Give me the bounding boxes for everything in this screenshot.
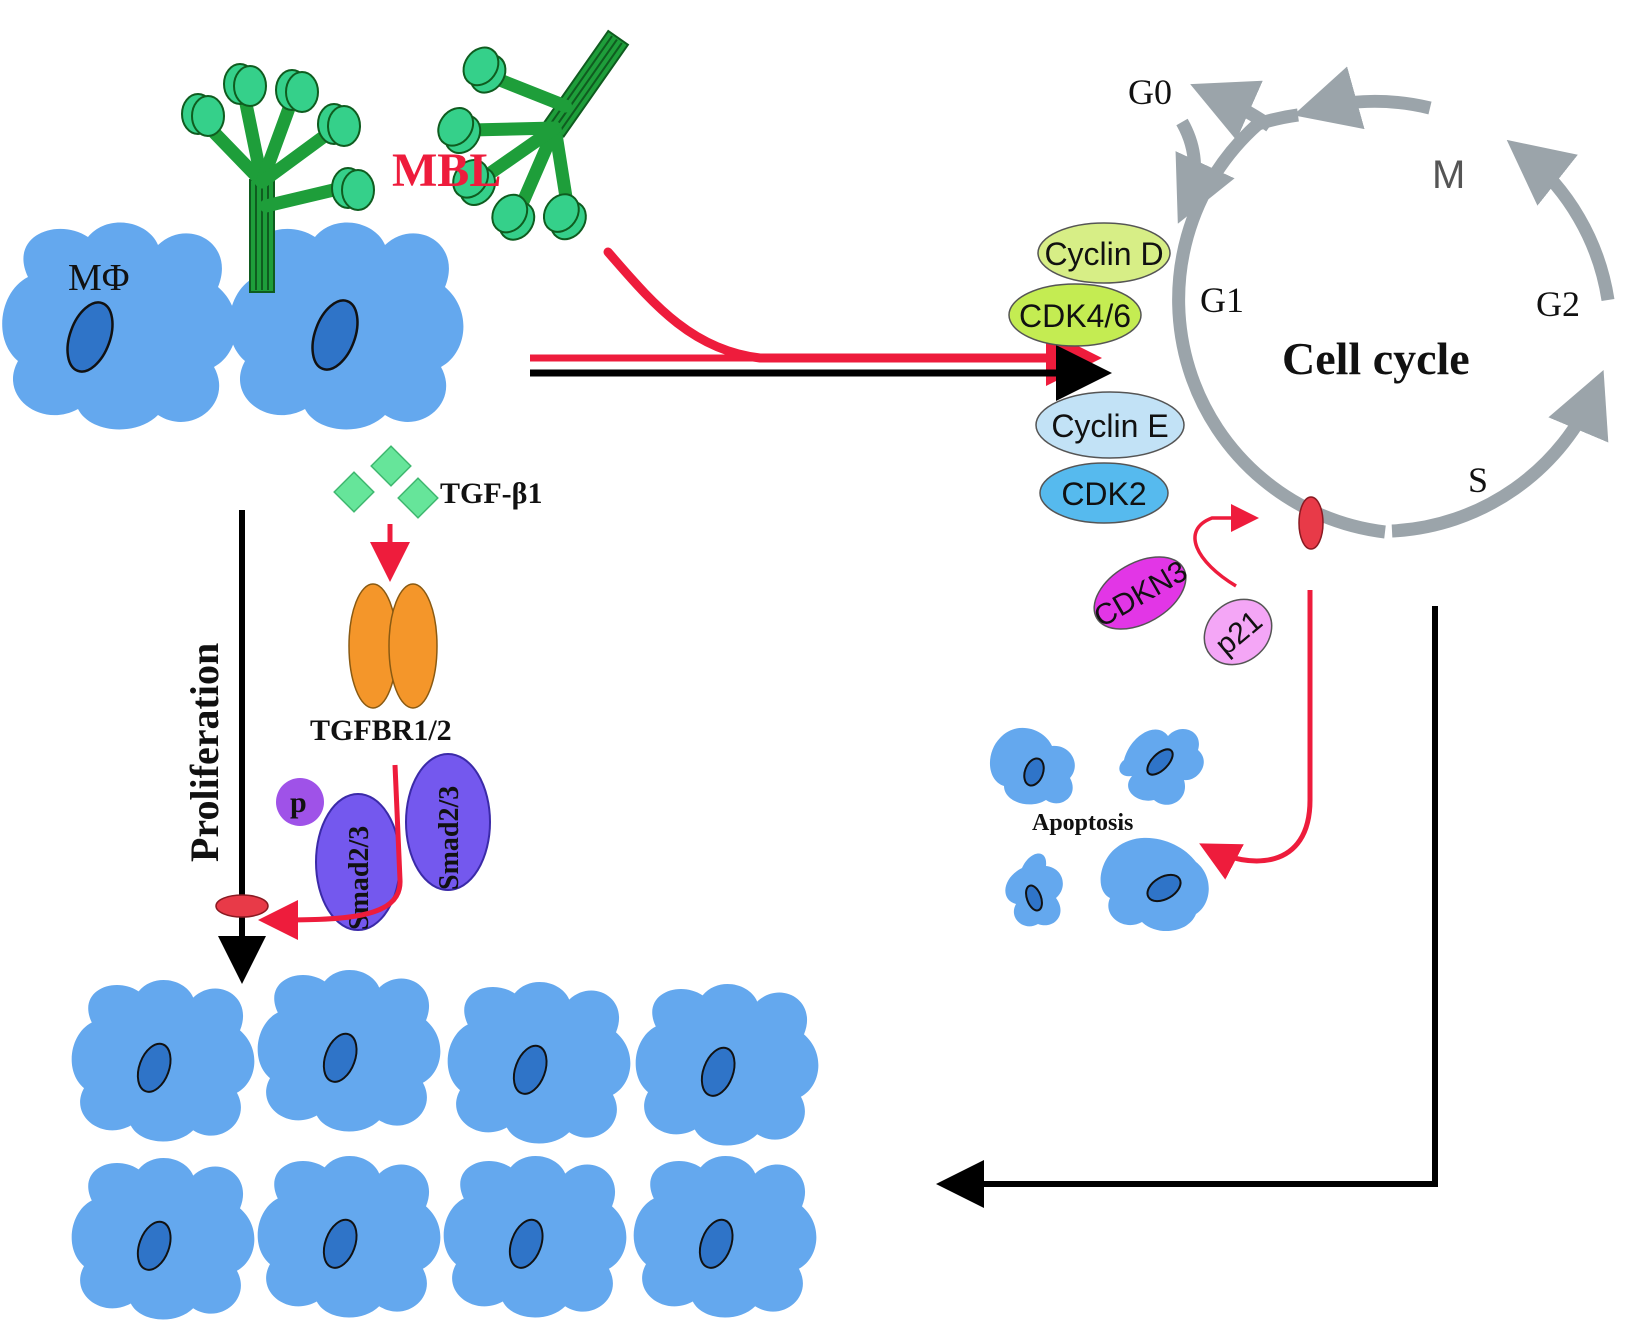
cyclin-e-label: Cyclin E — [1051, 408, 1168, 444]
macrophage-cell-1 — [2, 222, 237, 430]
macrophage-label: MΦ — [68, 257, 130, 299]
cyclin-d-node: Cyclin D — [1037, 222, 1171, 284]
cell-cycle-ring — [1172, 66, 1615, 539]
apoptotic-cells — [989, 727, 1209, 932]
cycle-to-proliferation-arrow — [936, 606, 1438, 1208]
phase-m-label: M — [1432, 153, 1465, 197]
tgfbr-label: TGFBR1/2 — [310, 714, 452, 747]
phase-g2-label: G2 — [1536, 284, 1580, 324]
tgf-beta1-label: TGF-β1 — [440, 477, 542, 510]
mbl-molecule-free — [396, 0, 684, 271]
tgfbr-receptor — [348, 583, 438, 709]
proliferated-cells — [71, 970, 819, 1320]
cdk46-node: CDK4/6 — [1008, 283, 1142, 347]
phase-g1-label: G1 — [1200, 280, 1244, 320]
smad-free-label: Smad2/3 — [434, 786, 465, 890]
cdk46-label: CDK4/6 — [1019, 298, 1131, 334]
cdk2-node: CDK2 — [1039, 462, 1169, 524]
proliferation-label: Proliferation — [182, 643, 227, 862]
cdkn3-inhibition-arrow — [1193, 504, 1259, 588]
p21-node: p21 — [1203, 598, 1273, 666]
apoptosis-label: Apoptosis — [1032, 810, 1133, 836]
phase-g0-label: G0 — [1128, 72, 1172, 112]
apoptosis-arrow — [1199, 590, 1313, 880]
cdkn3-node: CDKN3 — [1088, 555, 1193, 634]
cell-cycle-title: Cell cycle — [1282, 333, 1470, 384]
cyclin-e-node: Cyclin E — [1035, 391, 1185, 459]
cdk2-label: CDK2 — [1061, 476, 1146, 512]
mbl-label: MBL — [392, 144, 501, 197]
smad-free — [405, 753, 491, 891]
tgf-beta1-ligands — [333, 445, 439, 519]
phospho-p-label: p — [290, 786, 307, 819]
cycle-inhibitor-mark — [1298, 496, 1324, 550]
cyclin-d-label: Cyclin D — [1044, 236, 1163, 272]
proliferation-inhibitor-mark — [215, 894, 269, 918]
smad-inhibition-arrow — [258, 764, 403, 940]
phase-s-label: S — [1468, 460, 1488, 500]
phospho-p-circle — [276, 778, 324, 826]
macrophage-cell-2 — [229, 222, 464, 430]
